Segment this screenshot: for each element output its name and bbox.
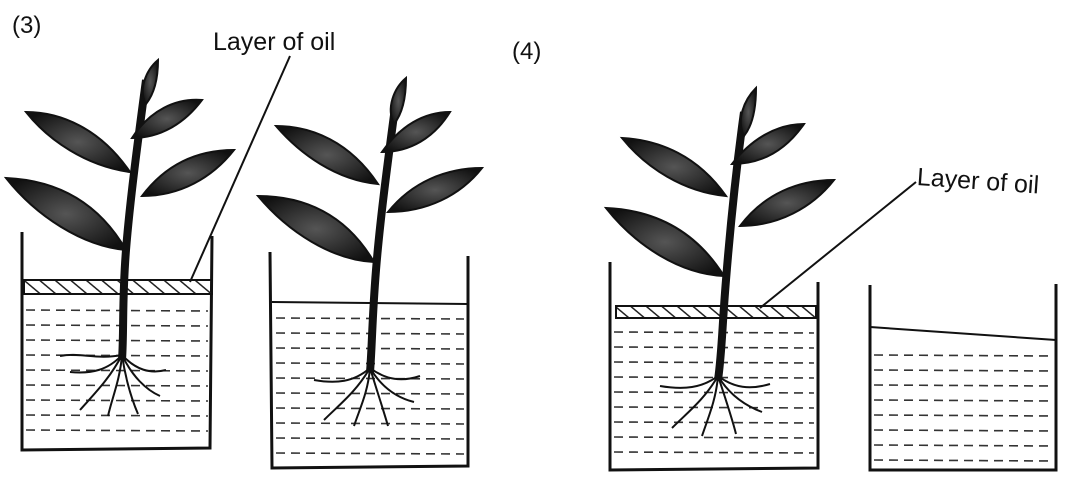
leaf-3b-4	[258, 196, 374, 262]
water-4b	[874, 355, 1052, 461]
bud-4a	[741, 88, 756, 136]
beaker-4b	[870, 284, 1056, 470]
leaf-3a-1	[26, 112, 130, 172]
leaf-4a-4	[606, 208, 724, 276]
stem-4a	[718, 112, 744, 380]
bud-3a	[143, 60, 158, 104]
stem-3a	[122, 80, 146, 360]
oil-layer-3a	[24, 280, 212, 294]
oil-layer-4a	[616, 306, 816, 318]
water-4a	[614, 332, 814, 453]
leaf-4a-1	[622, 138, 726, 196]
beaker-3a	[22, 232, 212, 450]
leaf-3a-4	[6, 178, 126, 250]
leaf-4a-3	[740, 180, 834, 226]
leaf-3a-3	[142, 150, 234, 196]
water-3a	[26, 310, 208, 431]
leaf-3b-3	[388, 168, 482, 212]
roots-4a	[660, 376, 770, 436]
leaf-3b-1	[276, 126, 378, 184]
plant-4a	[606, 88, 834, 436]
beaker-4a	[610, 262, 818, 470]
bud-3b	[391, 78, 406, 124]
plant-3b	[258, 78, 482, 426]
roots-3b	[314, 368, 420, 426]
plant-3a	[6, 60, 234, 416]
